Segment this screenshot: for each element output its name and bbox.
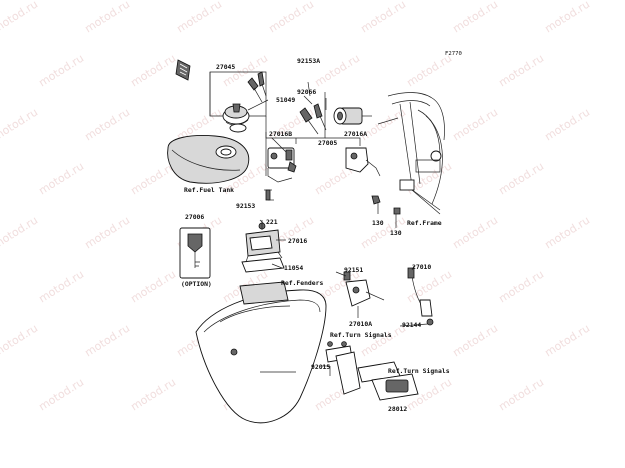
label-option: (OPTION) — [181, 280, 212, 288]
label-27045: 27045 — [216, 63, 236, 71]
label-ref-turn-signals-upper: Ref.Turn Signals — [330, 331, 392, 339]
label-ref-fenders: Ref.Fenders — [281, 279, 324, 287]
label-27016a: 27016A — [344, 130, 368, 138]
label-92153a: 92153A — [297, 57, 321, 65]
option-key — [179, 227, 211, 279]
label-92015: 92015 — [311, 363, 331, 371]
label-27016b: 27016B — [269, 130, 293, 138]
label-130-left: 130 — [372, 219, 384, 227]
label-92151: 92151 — [344, 266, 364, 274]
fuel-cap — [222, 103, 250, 133]
label-92066: 92066 — [297, 88, 317, 96]
ignition-switch — [325, 98, 372, 125]
label-92153: 92153 — [236, 202, 256, 210]
label-11054: 11054 — [284, 264, 304, 272]
label-28012: 28012 — [388, 405, 408, 413]
rear-fender — [195, 281, 327, 424]
label-92144: 92144 — [402, 321, 422, 329]
diagram-code: F2770 — [445, 51, 462, 57]
manufacturer-logo — [175, 59, 191, 81]
key-set-top — [247, 71, 267, 103]
seat-lock-27016b — [267, 147, 297, 183]
key-set-27005 — [299, 103, 327, 135]
turn-signal-assembly — [343, 271, 385, 318]
label-27010a: 27010A — [349, 320, 373, 328]
license-bracket — [325, 341, 419, 401]
label-51049: 51049 — [276, 96, 296, 104]
label-130-right: 130 — [390, 229, 402, 237]
label-27006: 27006 — [185, 213, 205, 221]
seat-lock-27016 — [241, 220, 285, 273]
frame-outline — [377, 92, 445, 215]
bolts-frame — [264, 189, 401, 228]
cable-27010 — [407, 267, 434, 326]
label-27010: 27010 — [412, 263, 432, 271]
fuel-tank — [167, 135, 250, 184]
label-221: 221 — [266, 218, 278, 226]
label-ref-turn-signals-lower: Ref.Turn Signals — [388, 367, 450, 375]
label-27016: 27016 — [288, 237, 308, 245]
label-ref-frame: Ref.Frame — [407, 219, 442, 227]
lock-bracket-27016a — [345, 147, 381, 177]
bracket-27005 — [265, 92, 361, 176]
label-27005: 27005 — [318, 139, 338, 147]
label-ref-fuel-tank: Ref.Fuel Tank — [184, 186, 235, 194]
leader-lines — [247, 81, 429, 367]
